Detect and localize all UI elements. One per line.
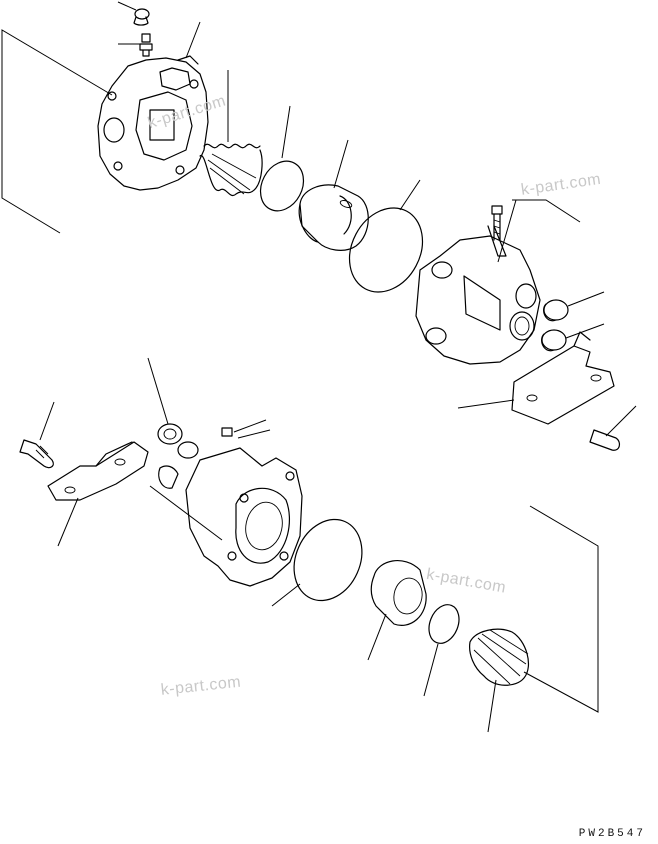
screw-part-upper — [491, 205, 503, 241]
plug-part-lower-2 — [158, 465, 179, 489]
drawing-code: PW2B547 — [578, 828, 646, 840]
bracket-part-upper — [457, 331, 615, 425]
o-ring-upper-small — [259, 105, 305, 212]
group-bracket-upper — [1, 29, 113, 234]
valve-body-part — [415, 199, 581, 365]
o-ring-upper-large — [348, 179, 424, 293]
plug-part-lower-1 — [177, 441, 199, 459]
bracket-part-lower — [47, 441, 149, 547]
screw-part-lower — [221, 419, 271, 439]
cap-part-1 — [543, 291, 605, 322]
spring-part-lower — [469, 628, 529, 733]
housing-part-upper — [97, 21, 209, 191]
collar-part-lower — [367, 560, 427, 661]
ring-part-lower — [147, 357, 183, 445]
bolt-part-upper — [589, 405, 637, 451]
cap-part-2 — [541, 323, 605, 352]
o-ring-lower-small — [423, 604, 460, 697]
plug-part — [117, 1, 150, 26]
o-ring-lower-large — [271, 518, 363, 607]
bolt-part-lower — [19, 401, 55, 469]
group-bracket-lower — [523, 505, 599, 713]
collar-part-upper — [298, 139, 369, 251]
grease-nipple-part — [118, 33, 153, 57]
spring-part-upper — [199, 70, 263, 196]
housing-part-lower — [149, 447, 303, 587]
